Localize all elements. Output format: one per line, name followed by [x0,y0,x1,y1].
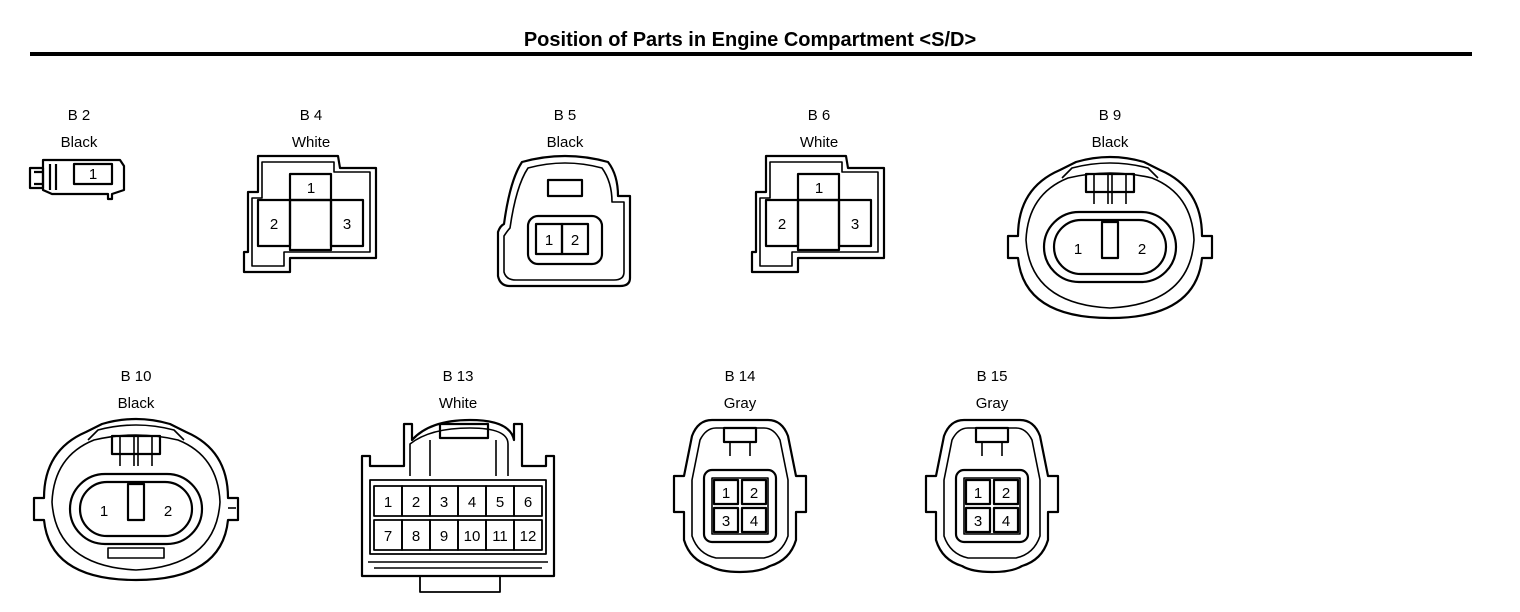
connector-b5-id: B 5 [553,107,577,124]
pin-label: 4 [1002,513,1010,530]
pin-label: 2 [1002,485,1010,502]
connector-b5: 1 2 [496,154,632,288]
connector-b15: 1 2 3 4 [924,418,1060,574]
connector-b2-id: B 2 [67,107,91,124]
pin-label: 8 [412,528,420,545]
pin-label: 3 [440,494,448,511]
connector-b13-id: B 13 [442,368,474,385]
pin-label: 1 [89,166,97,183]
pin-label: 1 [974,485,982,502]
pin-label: 6 [524,494,532,511]
connector-b6: 1 2 3 [750,154,886,274]
connector-b9-id: B 9 [1098,107,1122,124]
connector-b13: 1 2 3 4 5 6 7 8 9 10 11 12 [360,418,556,593]
pin-label: 2 [412,494,420,511]
connector-b2-color: Black [60,134,98,151]
pin-label: 2 [750,485,758,502]
pin-label: 7 [384,528,392,545]
connector-b15-id: B 15 [976,368,1008,385]
connector-b4: 1 2 3 [242,154,378,274]
pin-label: 1 [307,180,315,197]
pin-label: 3 [343,216,351,233]
pin-label: 2 [1138,241,1146,258]
pin-label: 3 [722,513,730,530]
connector-b4-color: White [291,134,331,151]
pin-label: 4 [750,513,758,530]
connector-b10-id: B 10 [120,368,152,385]
connector-b9-color: Black [1091,134,1129,151]
pin-label: 4 [468,494,476,511]
pin-label: 1 [1074,241,1082,258]
pin-label: 2 [270,216,278,233]
pin-label: 2 [164,503,172,520]
connector-b14: 1 2 3 4 [672,418,808,574]
pin-label: 2 [778,216,786,233]
pin-label: 3 [851,216,859,233]
connector-b9: 1 2 [1006,155,1214,320]
pin-label: 1 [815,180,823,197]
pin-label: 12 [520,528,537,545]
connector-b15-color: Gray [975,395,1009,412]
connector-b6-id: B 6 [807,107,831,124]
connector-b13-color: White [438,395,478,412]
pin-label: 11 [492,528,508,545]
pin-label: 1 [722,485,730,502]
connector-b6-color: White [799,134,839,151]
pin-label: 9 [440,528,448,545]
connector-b10: 1 2 [32,417,240,582]
pin-label: 10 [464,528,481,545]
connector-b5-color: Black [546,134,584,151]
connector-b14-color: Gray [723,395,757,412]
pin-label: 1 [384,494,392,511]
title-rule [30,52,1472,56]
page-title: Position of Parts in Engine Compartment … [523,29,977,51]
connector-b4-id: B 4 [299,107,323,124]
pin-label: 1 [545,232,553,249]
connector-b2: 1 [28,158,126,201]
connector-b14-id: B 14 [724,368,756,385]
pin-label: 3 [974,513,982,530]
pin-label: 1 [100,503,108,520]
pin-label: 2 [571,232,579,249]
connector-b10-color: Black [117,395,155,412]
pin-label: 5 [496,494,504,511]
